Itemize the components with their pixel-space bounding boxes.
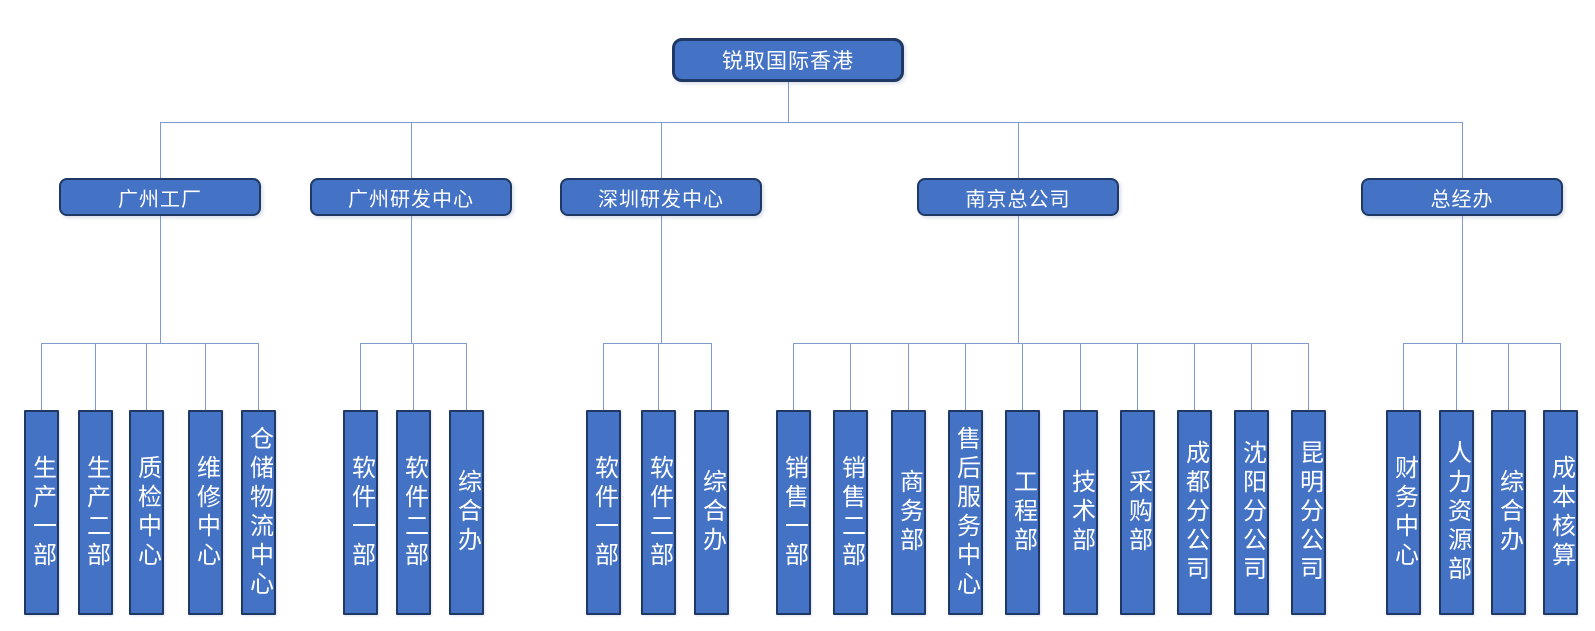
connector-branch-rail: [603, 343, 711, 344]
connector-dept-drop: [711, 343, 712, 410]
dept-node: 生产一部: [24, 410, 59, 615]
connector-dept-drop: [1022, 343, 1023, 410]
dept-node: 综合办: [694, 410, 729, 615]
connector-drop: [411, 122, 412, 178]
connector-dept-drop: [1308, 343, 1309, 410]
dept-node: 技术部: [1063, 410, 1098, 615]
dept-node: 工程部: [1005, 410, 1040, 615]
dept-node: 销售一部: [776, 410, 811, 615]
connector-branch-drop: [411, 216, 412, 343]
connector-dept-drop: [850, 343, 851, 410]
dept-node: 售后服务中心: [948, 410, 983, 615]
dept-node: 软件一部: [586, 410, 621, 615]
connector-dept-drop: [1137, 343, 1138, 410]
connector-branch-drop: [1018, 216, 1019, 343]
dept-node: 质检中心: [129, 410, 164, 615]
branch-node: 总经办: [1361, 178, 1563, 216]
connector-dept-drop: [1194, 343, 1195, 410]
connector-drop: [160, 122, 161, 178]
branch-node: 广州工厂: [59, 178, 261, 216]
dept-node: 商务部: [891, 410, 926, 615]
connector-dept-drop: [95, 343, 96, 410]
branch-node: 广州研发中心: [310, 178, 512, 216]
connector-drop: [661, 122, 662, 178]
connector-branch-rail: [41, 343, 258, 344]
dept-node: 软件二部: [641, 410, 676, 615]
connector-dept-drop: [658, 343, 659, 410]
dept-node: 软件一部: [343, 410, 378, 615]
dept-node: 生产二部: [78, 410, 113, 615]
dept-node: 成本核算: [1543, 410, 1578, 615]
connector-dept-drop: [41, 343, 42, 410]
dept-node: 综合办: [1491, 410, 1526, 615]
connector-dept-drop: [413, 343, 414, 410]
connector-dept-drop: [1080, 343, 1081, 410]
dept-node: 昆明分公司: [1291, 410, 1326, 615]
dept-node: 维修中心: [188, 410, 223, 615]
dept-node: 成都分公司: [1177, 410, 1212, 615]
connector-dept-drop: [1251, 343, 1252, 410]
connector-drop: [1462, 122, 1463, 178]
branch-node: 南京总公司: [917, 178, 1119, 216]
connector-dept-drop: [793, 343, 794, 410]
connector-root-drop: [788, 82, 789, 122]
connector-branch-rail: [1403, 343, 1560, 344]
connector-branch-drop: [1462, 216, 1463, 343]
connector-dept-drop: [603, 343, 604, 410]
dept-node: 仓储物流中心: [241, 410, 276, 615]
connector-dept-drop: [466, 343, 467, 410]
dept-node: 采购部: [1120, 410, 1155, 615]
branch-node: 深圳研发中心: [560, 178, 762, 216]
connector-dept-drop: [1403, 343, 1404, 410]
connector-dept-drop: [258, 343, 259, 410]
connector-dept-drop: [908, 343, 909, 410]
connector-dept-drop: [965, 343, 966, 410]
connector-dept-drop: [1508, 343, 1509, 410]
connector-dept-drop: [360, 343, 361, 410]
connector-branch-rail: [793, 343, 1308, 344]
root-node: 锐取国际香港: [672, 38, 904, 82]
dept-node: 综合办: [449, 410, 484, 615]
dept-node: 沈阳分公司: [1234, 410, 1269, 615]
dept-node: 销售二部: [833, 410, 868, 615]
connector-branch-drop: [661, 216, 662, 343]
connector-top-rail: [160, 122, 1462, 123]
connector-branch-drop: [160, 216, 161, 343]
dept-node: 财务中心: [1386, 410, 1421, 615]
dept-node: 软件二部: [396, 410, 431, 615]
connector-dept-drop: [1456, 343, 1457, 410]
connector-dept-drop: [1560, 343, 1561, 410]
connector-dept-drop: [146, 343, 147, 410]
dept-node: 人力资源部: [1439, 410, 1474, 615]
connector-dept-drop: [205, 343, 206, 410]
connector-drop: [1018, 122, 1019, 178]
